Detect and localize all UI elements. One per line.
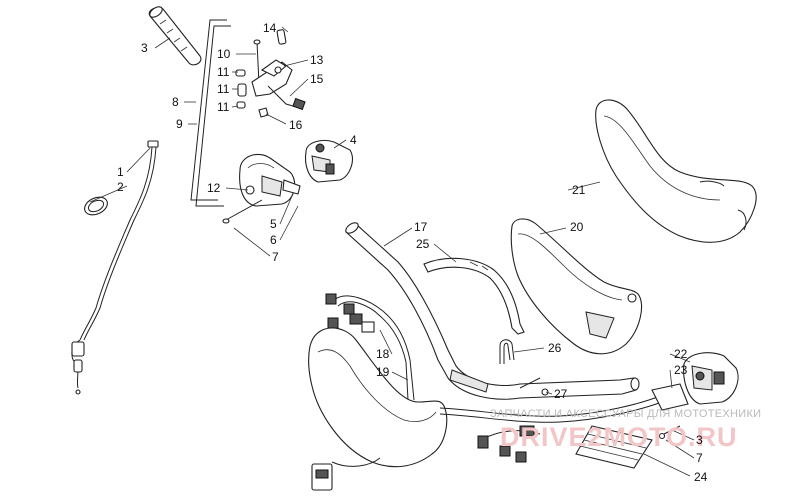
lower-harness: [311, 395, 663, 491]
callout-labels: 3 14 10 13 11 15 11 8 11 9 16 4 1 2 12 2…: [117, 21, 708, 484]
left-switch-housing: [222, 153, 301, 224]
grip-part-3: [148, 6, 202, 66]
callout-6: 6: [270, 233, 277, 247]
callout-14: 13: [310, 53, 324, 67]
watermark-logo: DRIVE2MOTO.RU: [500, 422, 738, 452]
throttle-block-part-4: [304, 139, 353, 183]
callout-13: 12: [207, 181, 221, 195]
callout-3: 3: [141, 41, 148, 55]
cable-clip-part-2: [84, 196, 108, 216]
watermark-tagline: ЗАПЧАСТИ И АКСЕССУАРЫ ДЛЯ МОТОТЕХНИКИ: [490, 408, 761, 420]
callout-2: 2: [117, 180, 124, 194]
brace-part-26: [423, 257, 525, 335]
callout-11b: 11: [217, 100, 230, 114]
callout-7b: 7: [696, 451, 703, 465]
callout-19: 18: [376, 347, 390, 361]
callout-27: 26: [548, 341, 562, 355]
watermark: ЗАПЧАСТИ И АКСЕССУАРЫ ДЛЯ МОТОТЕХНИКИ DR…: [490, 408, 761, 452]
callout-5: 5: [270, 217, 277, 231]
throttle-cable-part-1: [71, 140, 159, 395]
right-switch-housing: [651, 352, 739, 440]
hardware-10-17: [235, 29, 306, 118]
callout-23: 22: [674, 347, 688, 361]
callout-17: 16: [289, 118, 303, 132]
callout-22: 21: [572, 183, 586, 197]
bracket-frame-8-9: [190, 19, 231, 207]
callout-11a: 11: [217, 65, 230, 79]
callout-24: 23: [674, 363, 688, 377]
callout-21: 20: [570, 220, 584, 234]
callout-9: 9: [176, 117, 183, 131]
callout-1: 1: [117, 165, 124, 179]
pad-part-20: [308, 327, 448, 468]
callout-16: 15: [310, 72, 324, 86]
handguard-part-21: [510, 218, 643, 355]
callout-25: 24: [694, 470, 708, 484]
wire-harness: [325, 293, 415, 401]
heater-pad-part-25: [575, 425, 653, 469]
ubolt-part-27: [499, 339, 549, 396]
callout-28: 27: [554, 387, 568, 401]
callout-20: 19: [376, 365, 390, 379]
callout-3b: 3: [696, 433, 703, 447]
callout-7: 7: [272, 250, 279, 264]
callout-10: 10: [217, 47, 231, 61]
handlebar-part-18: [345, 222, 640, 400]
callout-26: 25: [416, 237, 430, 251]
callout-18: 17: [414, 220, 428, 234]
callout-12: 11: [217, 82, 230, 96]
callout-15: 14: [263, 21, 277, 35]
leader-lines: [89, 26, 695, 477]
callout-4: 4: [350, 133, 357, 147]
callout-8: 8: [172, 95, 179, 109]
handguard-part-22: [595, 99, 757, 243]
